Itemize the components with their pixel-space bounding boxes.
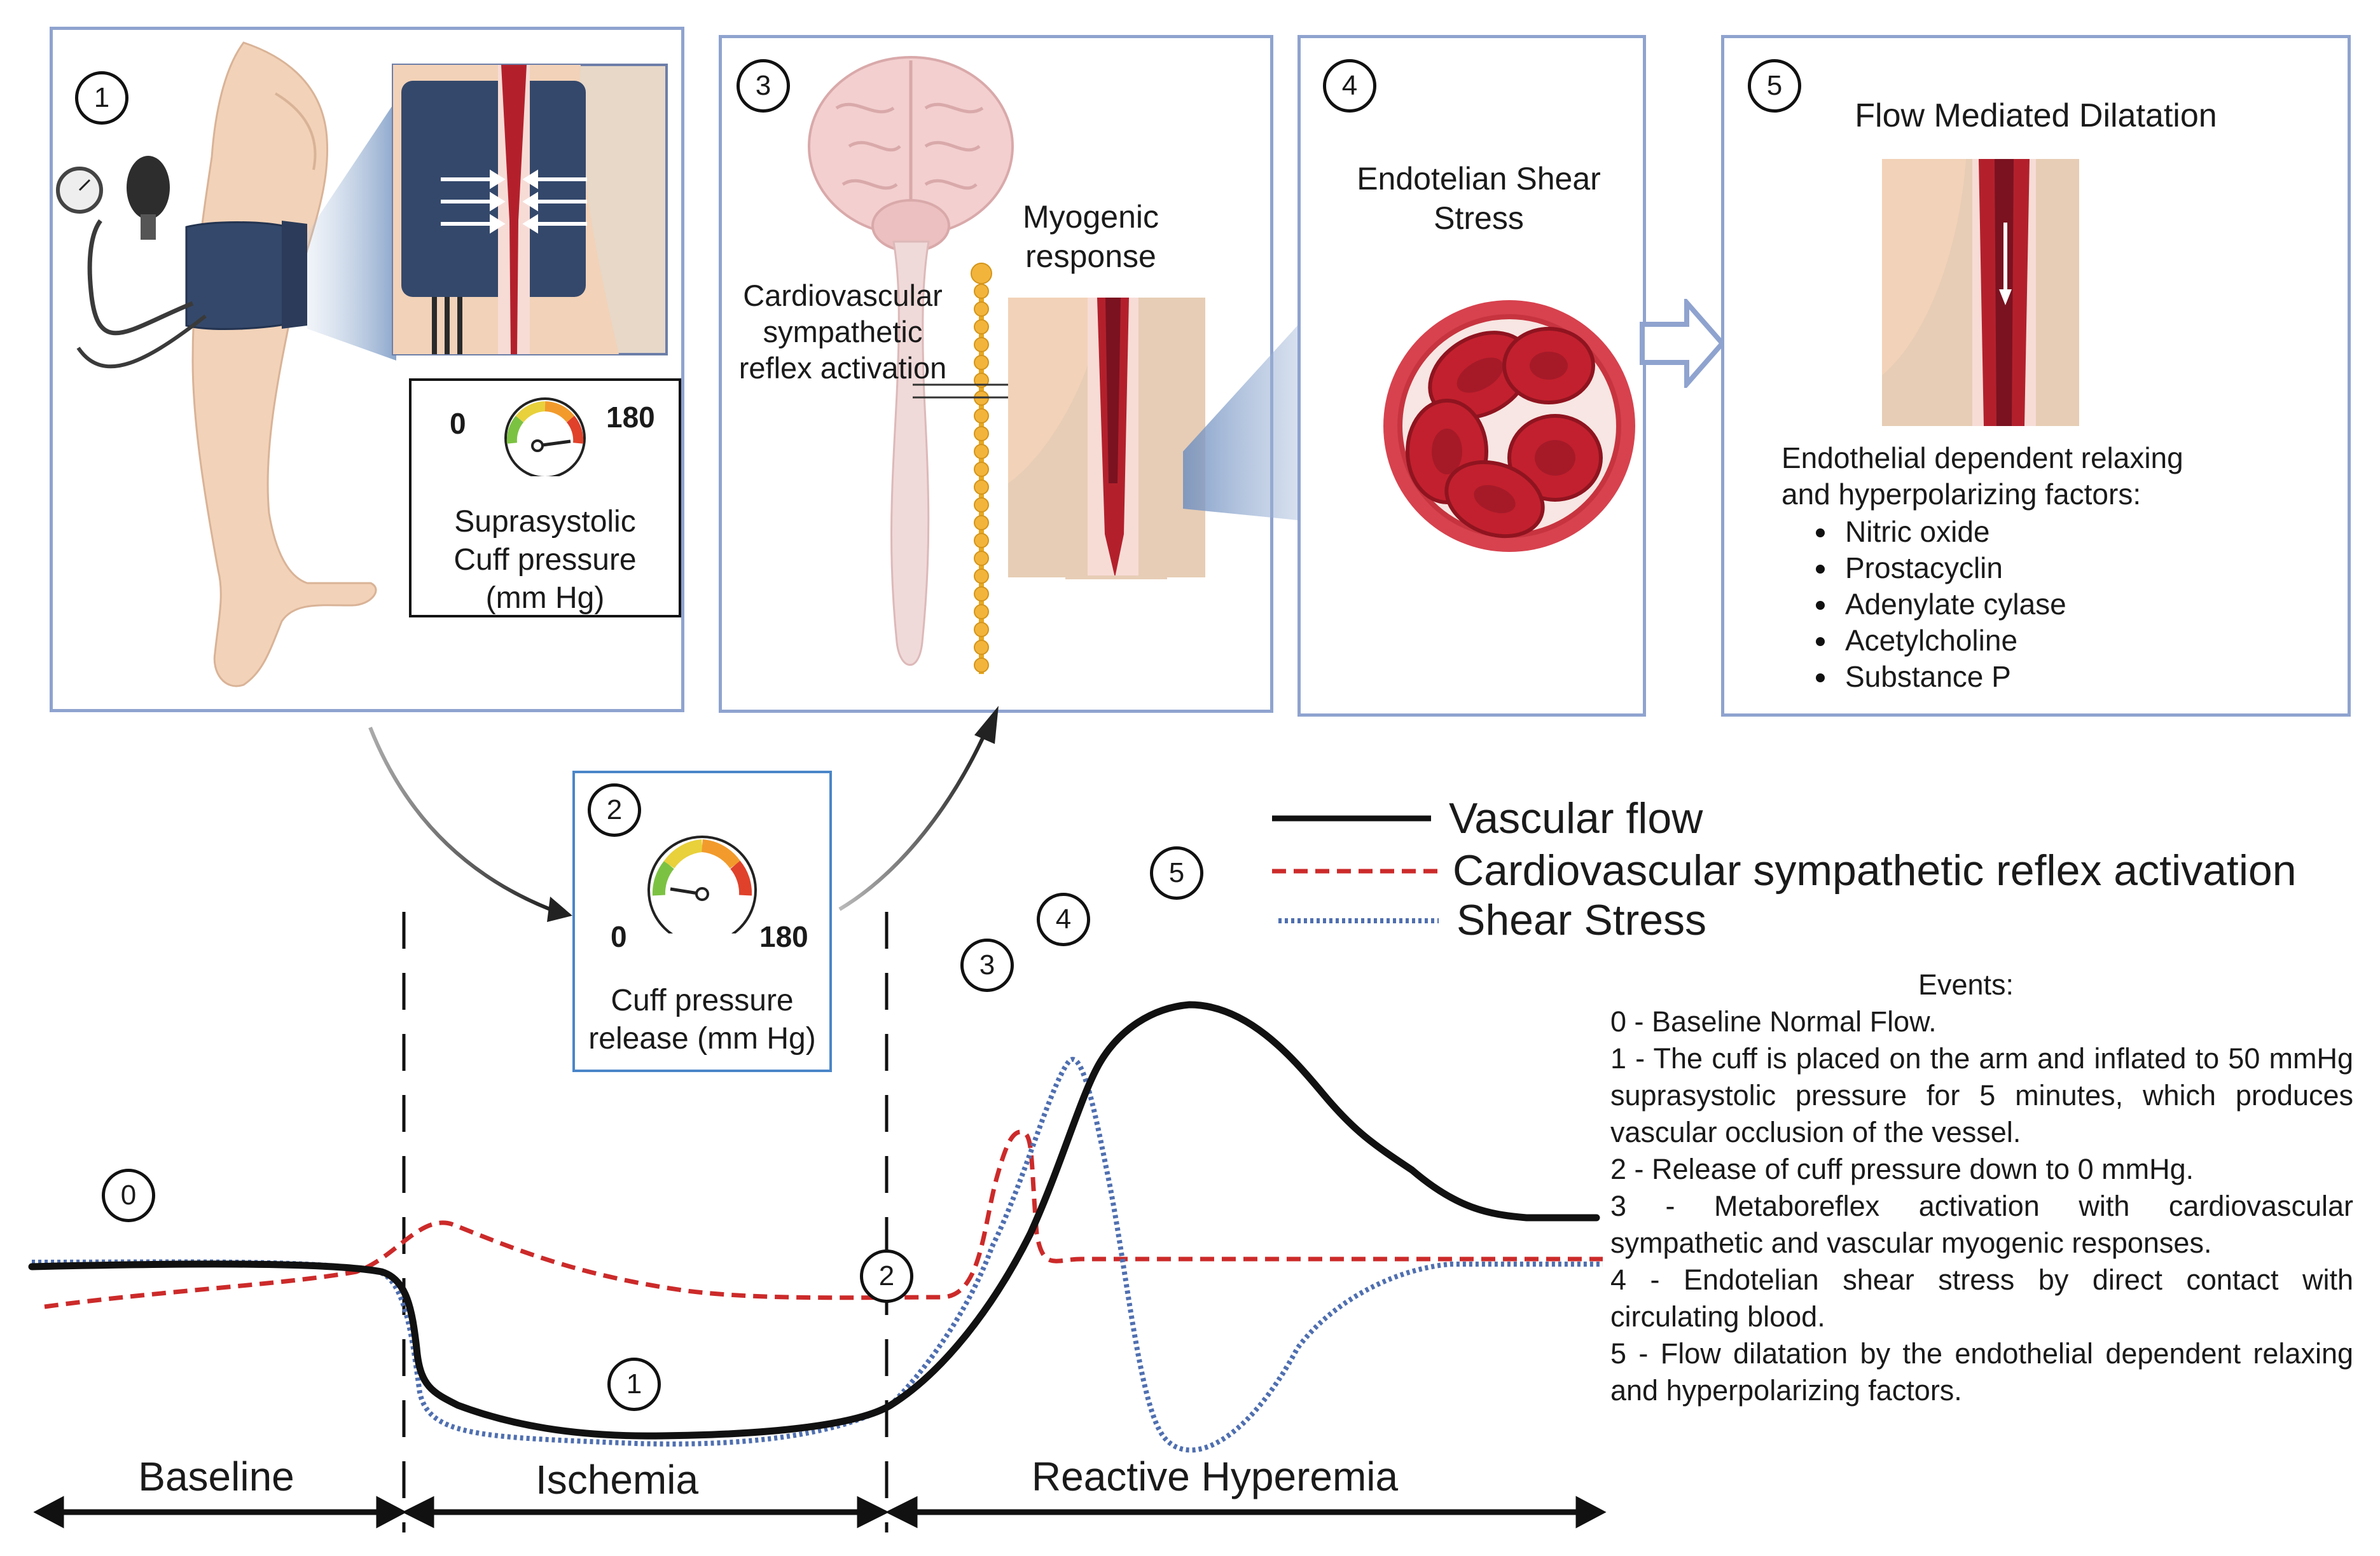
- curve-marker-2: 2: [860, 1250, 913, 1303]
- shear-stress-title: Endotelian Shear Stress: [1357, 161, 1601, 236]
- event-item: 4 - Endotelian shear stress by direct co…: [1610, 1263, 2353, 1333]
- arrow-panel1-to-panel2: [368, 726, 551, 911]
- event-item: 2 - Release of cuff pressure down to 0 m…: [1610, 1153, 2194, 1185]
- chain-bead: [974, 444, 989, 459]
- curve-marker-1: 1: [607, 1358, 661, 1411]
- factor-item: Nitric oxide: [1782, 514, 2066, 550]
- hollow-right-arrow-icon: [1640, 299, 1726, 388]
- chain-bead: [974, 284, 989, 299]
- brain-spinal-cord-illustration: [808, 56, 1205, 674]
- event-item: 1 - The cuff is placed on the arm and in…: [1610, 1042, 2353, 1148]
- phase-label-baseline: Baseline: [138, 1454, 294, 1499]
- panel-4-shear-stress: Endotelian Shear Stress: [1297, 35, 1646, 717]
- blood-vessel-cross-section: [1383, 300, 1635, 552]
- events-title: Events:: [1918, 968, 2014, 1001]
- factors-intro: Endothelial dependent relaxing and hyper…: [1782, 441, 2183, 511]
- chain-bead: [974, 586, 989, 602]
- gauge-min-label: 0: [611, 920, 627, 953]
- vascular-flow-curve: [28, 1001, 1600, 1440]
- legend-swatches: [1272, 815, 1439, 923]
- chain-bead: [971, 263, 992, 284]
- panel-5-flow-mediated-dilatation: Flow Mediated Dilatation Endothelial dep…: [1721, 35, 2351, 717]
- fmd-title: Flow Mediated Dilatation: [1855, 97, 2217, 134]
- events-list: Events: 0 - Baseline Normal Flow. 1 - Th…: [1610, 967, 2353, 1409]
- curve-marker-3: 3: [960, 939, 1014, 992]
- event-item: 0 - Baseline Normal Flow.: [1610, 1005, 1937, 1038]
- chain-bead: [974, 568, 989, 584]
- chain-bead: [974, 355, 989, 370]
- curve-marker-4: 4: [1037, 893, 1090, 946]
- chain-bead: [974, 301, 989, 317]
- chain-bead: [974, 337, 989, 352]
- flow-arrows: [368, 706, 999, 922]
- panel-number-4: 4: [1323, 59, 1376, 113]
- chain-bead: [974, 640, 989, 655]
- pressure-gauge-icon: [504, 397, 586, 476]
- legend-shear-stress: Shear Stress: [1456, 896, 1707, 944]
- chain-bead: [974, 462, 989, 477]
- suprasystolic-gauge-box: 0 180 Suprasystolic Cuff pressure (mm Hg…: [409, 378, 681, 617]
- panel-3-reflex-activation: Myogenic response Cardiovascular sympath…: [719, 35, 1273, 713]
- chain-bead: [974, 497, 989, 513]
- gauge-max-label: 180: [606, 401, 655, 434]
- chain-bead: [974, 515, 989, 530]
- gauge-min-label: 0: [450, 407, 466, 440]
- factor-item: Prostacyclin: [1782, 550, 2066, 586]
- chain-bead: [974, 551, 989, 566]
- phase-label-ischemia: Ischemia: [535, 1457, 699, 1503]
- gauge-max-label: 180: [759, 920, 808, 953]
- chain-bead: [974, 622, 989, 637]
- event-item: 5 - Flow dilatation by the endothelial d…: [1610, 1337, 2353, 1407]
- response-curves: [28, 912, 1607, 1532]
- legend-sympathetic: Cardiovascular sympathetic reflex activa…: [1453, 846, 2297, 895]
- arrow-panel2-to-panel3: [838, 730, 988, 911]
- chain-bead: [974, 533, 989, 548]
- pressure-gauge-icon: [647, 836, 757, 933]
- chain-bead: [974, 479, 989, 495]
- sympathetic-reflex-curve: [44, 1129, 1603, 1309]
- release-caption: Cuff pressure release (mm Hg): [588, 984, 816, 1056]
- panel-number-1: 1: [75, 71, 128, 125]
- arm-with-cuff-illustration: [56, 41, 668, 687]
- factor-item: Substance P: [1782, 659, 2066, 695]
- phase-label-reactive-hyperemia: Reactive Hyperemia: [1031, 1454, 1399, 1499]
- chain-bead: [974, 658, 989, 673]
- chain-bead: [974, 604, 989, 619]
- chain-bead: [974, 319, 989, 334]
- myogenic-response-label: Myogenic response: [1023, 199, 1159, 274]
- phase-arrows: [33, 1496, 1607, 1529]
- shear-stress-curve: [31, 1057, 1603, 1453]
- factor-item: Adenylate cylase: [1782, 586, 2066, 623]
- dilated-vessel-illustration: [1882, 159, 2079, 426]
- panel-2-cuff-release: 0 180 Cuff pressure release (mm Hg): [572, 771, 832, 1072]
- panel-number-2: 2: [588, 783, 641, 837]
- factors-list: Nitric oxide Prostacyclin Adenylate cyla…: [1782, 514, 2066, 695]
- cuff-caption: Suprasystolic Cuff pressure (mm Hg): [453, 505, 637, 615]
- panel-number-3: 3: [737, 59, 790, 113]
- curve-marker-5: 5: [1150, 846, 1203, 900]
- panel-1-cuff-inflation: 0 180 Suprasystolic Cuff pressure (mm Hg…: [50, 27, 684, 712]
- curve-marker-0: 0: [102, 1169, 155, 1222]
- factor-item: Acetylcholine: [1782, 623, 2066, 659]
- chain-bead: [974, 408, 989, 423]
- chain-bead: [974, 426, 989, 441]
- reflex-activation-label: Cardiovascular sympathetic reflex activa…: [738, 279, 947, 385]
- legend-vascular-flow: Vascular flow: [1449, 794, 1703, 843]
- panel-number-5: 5: [1748, 59, 1801, 113]
- event-item: 3 - Metaboreflex activation with cardiov…: [1610, 1190, 2353, 1259]
